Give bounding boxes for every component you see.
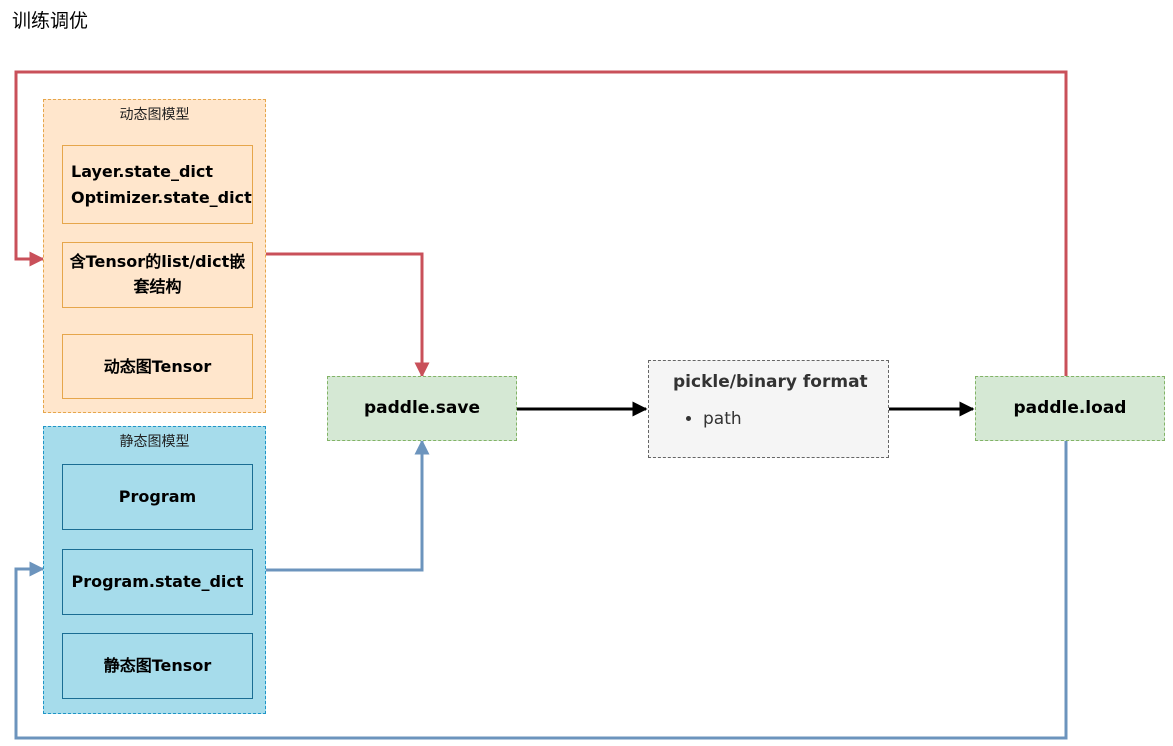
program-box[interactable]: Program — [62, 464, 253, 530]
dynamic-tensor-text: 动态图Tensor — [103, 356, 212, 376]
tensor-list-dict-line-1: 含Tensor的list/dict嵌 — [69, 252, 246, 272]
tensor-list-dict-box[interactable]: 含Tensor的list/dict嵌 套结构 — [62, 242, 253, 308]
dynamic-graph-group-label: 动态图模型 — [119, 107, 190, 123]
paddle-load-label: paddle.load — [1013, 397, 1127, 418]
program-text: Program — [118, 487, 197, 507]
program-state-dict-box[interactable]: Program.state_dict — [62, 549, 253, 615]
paddle-load-box[interactable]: paddle.load — [975, 376, 1165, 441]
edge-load-to-static — [14, 441, 1068, 740]
static-tensor-text: 静态图Tensor — [103, 656, 212, 676]
paddle-save-label: paddle.save — [364, 397, 480, 418]
state-dict-box[interactable]: Layer.state_dict Optimizer.state_dict — [62, 145, 253, 224]
format-title: pickle/binary format — [673, 372, 868, 392]
format-box[interactable]: pickle/binary format path — [648, 360, 889, 458]
dynamic-tensor-box[interactable]: 动态图Tensor — [62, 334, 253, 399]
page-title: 训练调优 — [12, 10, 89, 32]
paddle-save-box[interactable]: paddle.save — [327, 376, 517, 441]
tensor-list-dict-line-2: 套结构 — [133, 277, 182, 296]
edge-list-to-save — [253, 252, 430, 378]
layer-state-dict-text: Layer.state_dict — [71, 161, 214, 181]
program-state-dict-text: Program.state_dict — [71, 572, 244, 592]
static-graph-group-label: 静态图模型 — [119, 434, 190, 450]
edge-load-to-dynamic — [14, 70, 1068, 376]
optimizer-state-dict-text: Optimizer.state_dict — [71, 187, 252, 207]
static-tensor-box[interactable]: 静态图Tensor — [62, 633, 253, 699]
format-bullet-list: path — [673, 406, 742, 433]
format-bullet-path: path — [703, 406, 742, 433]
edge-program-to-save — [253, 439, 430, 572]
